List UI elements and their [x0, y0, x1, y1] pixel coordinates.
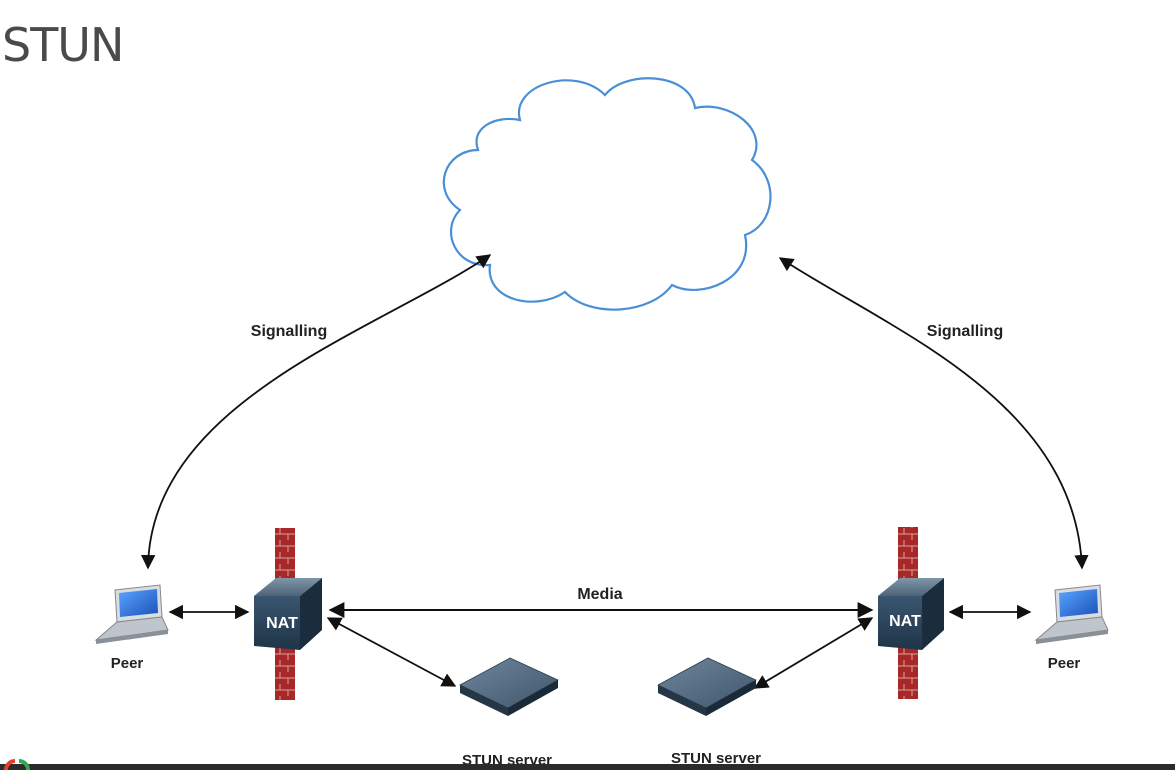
server-icon-left — [459, 657, 559, 716]
logo-icon — [4, 759, 30, 770]
laptop-icon-left — [94, 584, 169, 644]
slide-title: STUN — [2, 18, 124, 72]
router-icon-left: NAT — [254, 578, 322, 650]
router-icon-right: NAT — [878, 578, 944, 650]
nat-label-left: NAT — [266, 615, 298, 632]
peer-label-right: Peer — [1048, 655, 1081, 672]
signalling-arrow-right — [778, 257, 1089, 570]
nat-label-right: NAT — [889, 613, 921, 630]
peer-label-left: Peer — [111, 655, 144, 672]
nat-stun-arrow-left — [326, 617, 457, 687]
signalling-label-right: Signalling — [927, 323, 1003, 340]
stun-server-label-right: STUN server — [671, 750, 761, 767]
nat-stun-arrow-right — [753, 617, 874, 689]
signalling-label-left: Signalling — [251, 323, 327, 340]
server-icon-right — [657, 657, 757, 716]
bottom-bar — [0, 764, 1175, 770]
laptop-icon-right — [1034, 584, 1109, 644]
cloud-icon — [442, 77, 772, 311]
signalling-arrow-left — [140, 254, 492, 570]
media-label: Media — [577, 586, 622, 603]
